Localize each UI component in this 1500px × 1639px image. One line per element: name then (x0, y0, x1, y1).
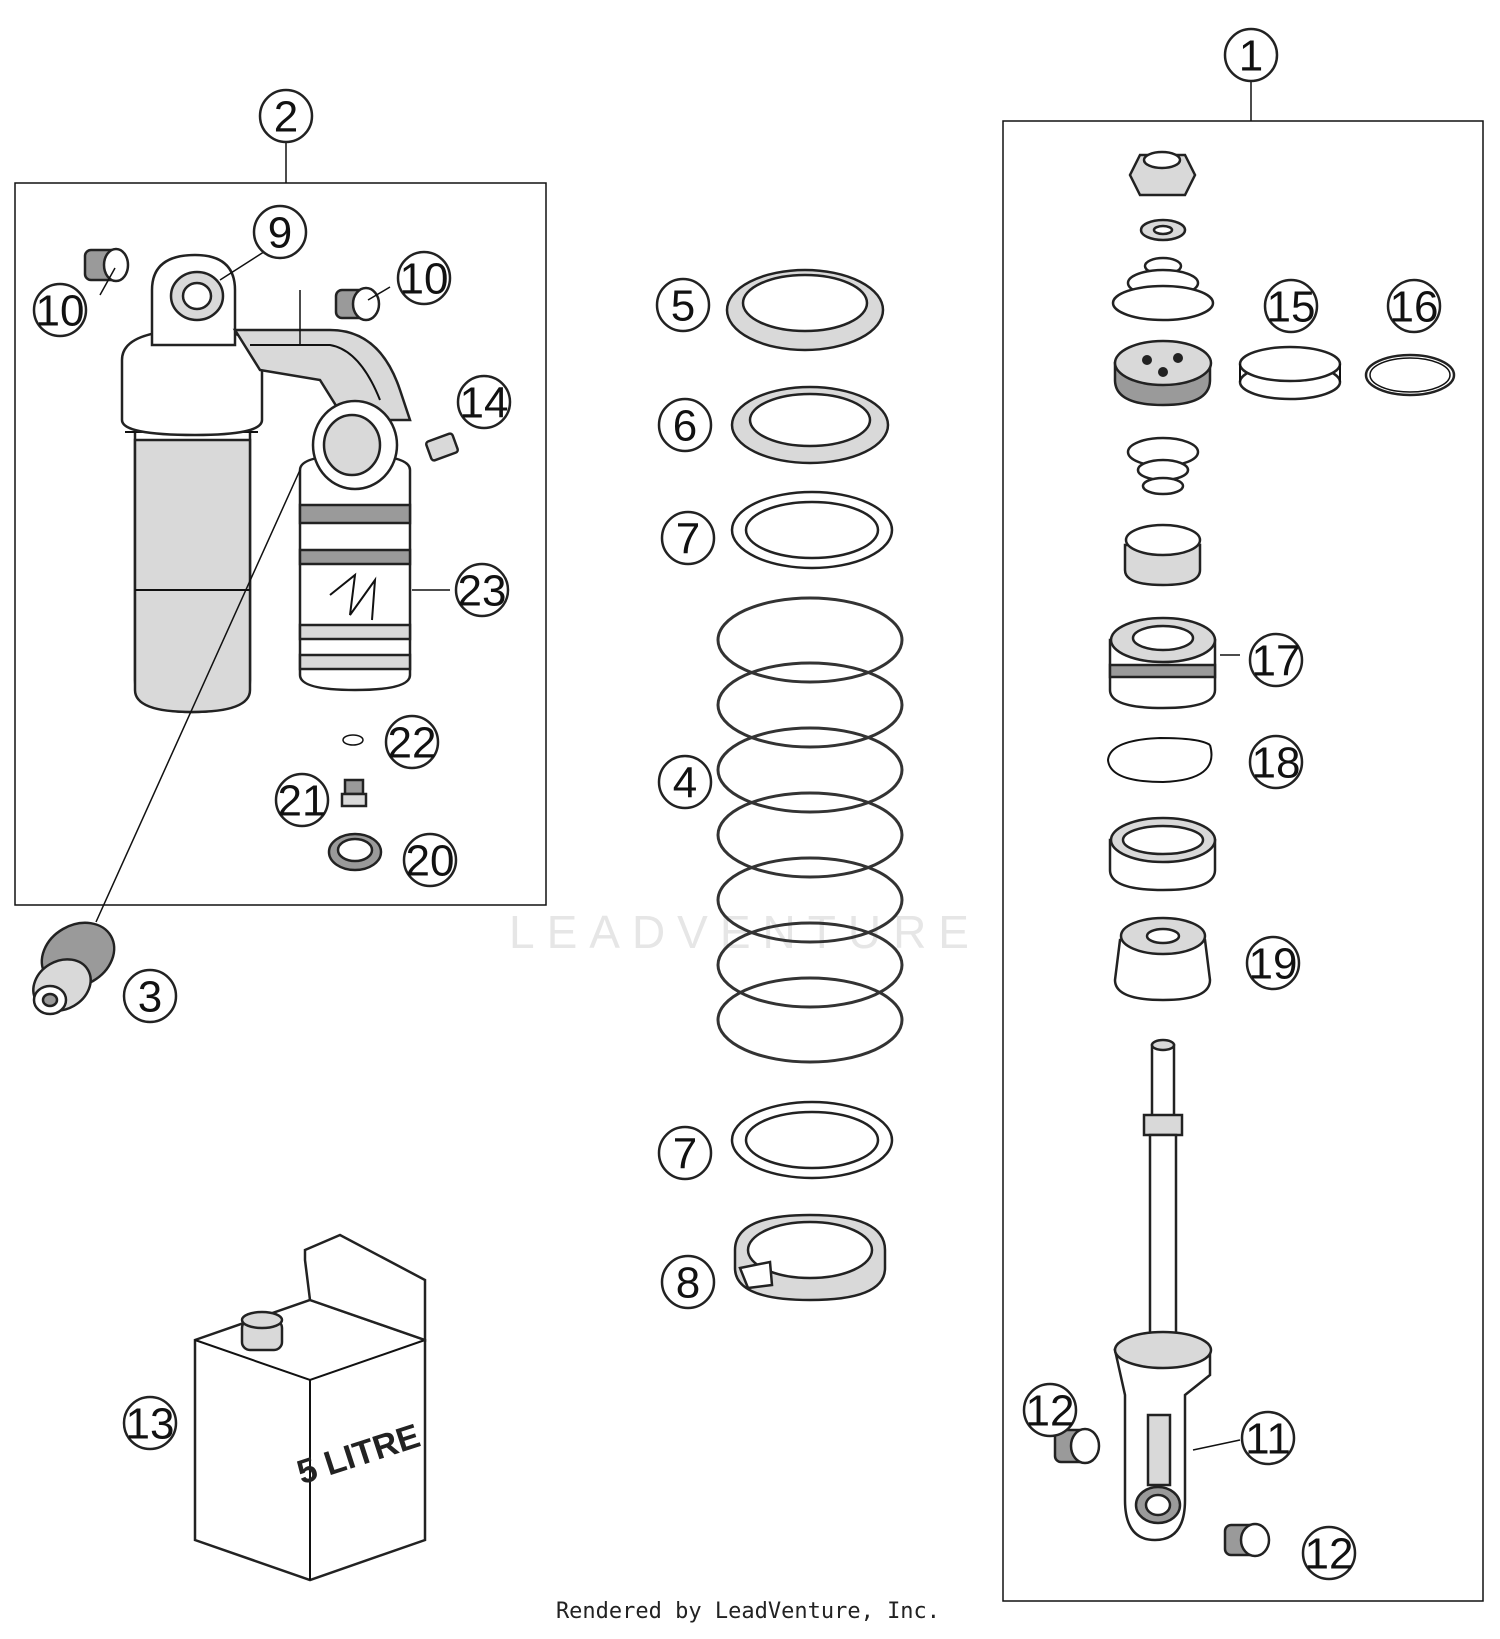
circlip-18 (1106, 736, 1213, 784)
credit-text: Rendered by LeadVenture, Inc. (556, 1599, 940, 1624)
callout-4-label: 4 (673, 759, 697, 808)
rebound-piston-17 (1108, 616, 1217, 710)
callout-4[interactable]: 4 (657, 754, 713, 810)
bump-stop-19 (1113, 916, 1212, 1002)
callout-21[interactable]: 21 (274, 772, 330, 828)
group-2-frame (14, 182, 547, 906)
callout-19[interactable]: 19 (1245, 935, 1301, 991)
callout-15-label: 15 (1267, 283, 1316, 332)
callout-1[interactable]: 1 (1223, 27, 1279, 83)
leader-10b (367, 286, 391, 301)
adjuster-3 (32, 921, 116, 1016)
callout-9-label: 9 (268, 209, 292, 258)
callout-21-label: 21 (278, 777, 327, 826)
callout-18-label: 18 (1252, 739, 1301, 788)
callout-22[interactable]: 22 (384, 714, 440, 770)
callout-23[interactable]: 23 (454, 562, 510, 618)
reservoir (298, 399, 412, 692)
callout-12-left[interactable]: 12 (1022, 1382, 1078, 1438)
callout-20-label: 20 (406, 837, 455, 886)
callout-13[interactable]: 13 (122, 1395, 178, 1451)
callout-23-label: 23 (458, 567, 507, 616)
washer-7-top (730, 490, 894, 570)
shim-stack-mid (1126, 436, 1200, 496)
piston-rod (1142, 1038, 1184, 1337)
callout-7-bottom-label: 7 (673, 1130, 697, 1179)
callout-13-label: 13 (126, 1400, 175, 1449)
spacer (1123, 523, 1202, 587)
callout-12-left-label: 12 (1026, 1387, 1075, 1436)
callout-12-right-label: 12 (1305, 1530, 1354, 1579)
callout-6[interactable]: 6 (657, 397, 713, 453)
piston (1113, 339, 1213, 407)
callout-14-label: 14 (460, 379, 509, 428)
group-1-frame (1002, 120, 1484, 1602)
callout-8[interactable]: 8 (660, 1254, 716, 1310)
callout-19-label: 19 (1249, 940, 1298, 989)
shock-absorber-body (120, 253, 412, 714)
callout-2-label: 2 (274, 93, 298, 142)
callout-6-label: 6 (673, 402, 697, 451)
spring-retainer-5 (725, 268, 885, 352)
callout-11[interactable]: 11 (1240, 1410, 1296, 1466)
callout-10-left-label: 10 (36, 287, 85, 336)
callout-3[interactable]: 3 (122, 968, 178, 1024)
washer-7-bottom (730, 1100, 894, 1180)
spring-seat-8 (733, 1213, 887, 1302)
bushing-10-right (334, 286, 381, 322)
callout-1-label: 1 (1239, 32, 1263, 81)
piston-band-15 (1238, 345, 1342, 401)
watermark-text: LEADVENTURE (509, 906, 981, 958)
callout-15[interactable]: 15 (1263, 278, 1319, 334)
bushing-10-left (83, 247, 130, 283)
callout-5-label: 5 (671, 282, 695, 331)
spring-retainer-6 (730, 385, 890, 465)
callout-10-right-label: 10 (400, 255, 449, 304)
callout-16[interactable]: 16 (1386, 278, 1442, 334)
callout-10-left[interactable]: 10 (32, 282, 88, 338)
callout-11-label: 11 (1245, 1415, 1291, 1464)
bushing-12-left (1053, 1427, 1101, 1465)
nut-top (1128, 150, 1197, 197)
callout-2[interactable]: 2 (258, 88, 314, 144)
shim-stack-top (1111, 256, 1215, 322)
callout-16-label: 16 (1390, 283, 1439, 332)
shim-1 (1139, 218, 1187, 242)
fitting-14 (425, 432, 459, 462)
oil-can-13: 5 LITRE (193, 1233, 427, 1582)
callout-22-label: 22 (388, 719, 437, 768)
seal-head (1108, 816, 1217, 892)
callout-17[interactable]: 17 (1248, 632, 1304, 688)
callout-7-top[interactable]: 7 (660, 510, 716, 566)
callout-9[interactable]: 9 (252, 204, 308, 260)
callout-12-right[interactable]: 12 (1301, 1525, 1357, 1581)
oring-22 (342, 734, 364, 746)
callout-3-label: 3 (138, 973, 162, 1022)
callout-8-label: 8 (676, 1259, 700, 1308)
callout-10-right[interactable]: 10 (396, 250, 452, 306)
leader-10a (99, 267, 116, 296)
clevis-11 (1113, 1330, 1213, 1542)
bushing-12-right (1223, 1522, 1271, 1558)
callout-18[interactable]: 18 (1248, 734, 1304, 790)
valve-21 (340, 778, 368, 808)
leader-9 (219, 247, 271, 281)
callout-7-bottom[interactable]: 7 (657, 1125, 713, 1181)
callout-7-top-label: 7 (676, 515, 700, 564)
callout-14[interactable]: 14 (456, 374, 512, 430)
callout-5[interactable]: 5 (655, 277, 711, 333)
leader-3 (95, 469, 301, 923)
callout-20[interactable]: 20 (402, 832, 458, 888)
spring-4 (716, 596, 904, 1064)
callout-17-label: 17 (1252, 637, 1301, 686)
leader-11 (1192, 1439, 1241, 1451)
cap-20 (327, 832, 383, 872)
oring-16 (1364, 353, 1456, 397)
